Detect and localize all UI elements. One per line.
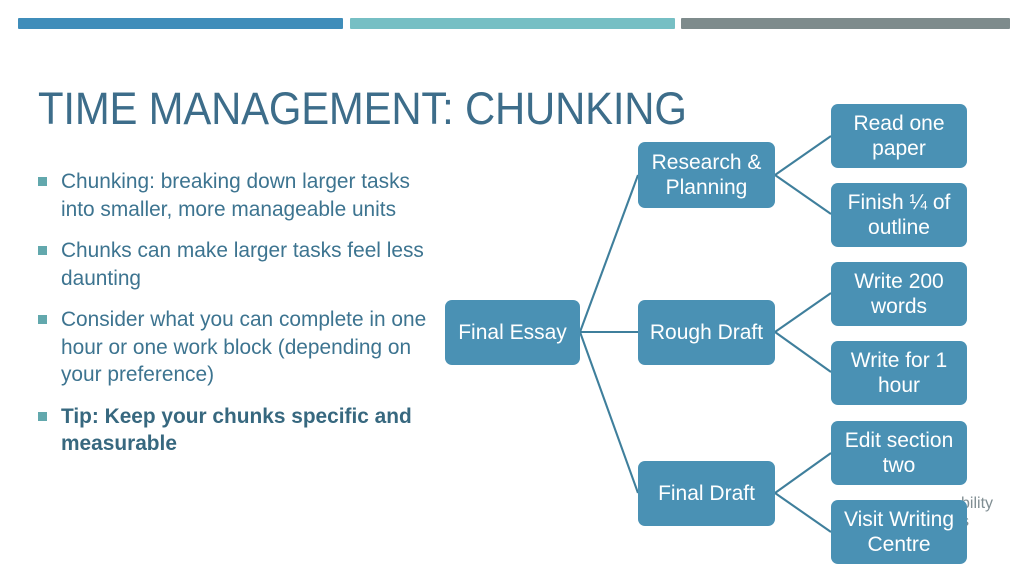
square-bullet-icon <box>38 411 47 421</box>
decorative-bar-gray <box>681 18 1010 29</box>
connector-research-to-read <box>774 135 832 176</box>
node-label: Finish ¼ of outline <box>847 191 951 239</box>
connector-rough-to-writehour <box>774 331 832 373</box>
connector-rough-to-write200 <box>774 292 832 333</box>
decorative-bar-blue <box>18 18 343 29</box>
connector-root-to-final <box>579 331 639 494</box>
list-item-text: Consider what you can complete in one ho… <box>61 307 427 386</box>
bullet-list: Chunking: breaking down larger tasks int… <box>38 168 450 472</box>
list-item: Chunking: breaking down larger tasks int… <box>38 168 450 223</box>
node-label: Write 200 words <box>854 270 944 318</box>
decorative-bar-teal <box>350 18 675 29</box>
node-label: Final Essay <box>458 321 567 344</box>
list-item: Chunks can make larger tasks feel less d… <box>38 237 450 292</box>
node-label: Read one paper <box>853 112 945 160</box>
node-rough-draft[interactable]: Rough Draft <box>638 300 775 365</box>
connector-root-to-research <box>579 174 639 333</box>
list-item-text: Chunking: breaking down larger tasks int… <box>61 169 410 221</box>
node-label: Research & Planning <box>651 151 762 199</box>
square-bullet-icon <box>38 177 47 186</box>
node-write-for-one-hour[interactable]: Write for 1 hour <box>831 341 967 405</box>
node-read-one-paper[interactable]: Read one paper <box>831 104 967 168</box>
node-final-essay[interactable]: Final Essay <box>445 300 580 365</box>
list-item-text-tip: Tip: Keep your chunks specific and measu… <box>61 403 412 456</box>
node-edit-section-two[interactable]: Edit section two <box>831 421 967 485</box>
square-bullet-icon <box>38 246 47 255</box>
list-item: Tip: Keep your chunks specific and measu… <box>38 403 450 458</box>
connector-final-to-visit <box>774 492 832 533</box>
node-final-draft[interactable]: Final Draft <box>638 461 775 526</box>
list-item-text: Chunks can make larger tasks feel less d… <box>61 238 424 290</box>
list-item: Consider what you can complete in one ho… <box>38 306 450 389</box>
page-title: TIME MANAGEMENT: CHUNKING <box>38 83 687 134</box>
node-label: Visit Writing Centre <box>843 508 955 556</box>
occluded-text-line1: bility <box>961 495 994 512</box>
node-research-planning[interactable]: Research & Planning <box>638 142 775 208</box>
node-label: Write for 1 hour <box>850 349 948 397</box>
node-write-200-words[interactable]: Write 200 words <box>831 262 967 326</box>
node-label: Rough Draft <box>649 321 764 344</box>
node-finish-outline[interactable]: Finish ¼ of outline <box>831 183 967 247</box>
node-label: Final Draft <box>658 482 755 505</box>
node-visit-writing-centre[interactable]: Visit Writing Centre <box>831 500 967 564</box>
square-bullet-icon <box>38 315 47 324</box>
connector-final-to-edit <box>774 452 832 494</box>
connector-research-to-outline <box>774 174 832 215</box>
node-label: Edit section two <box>844 429 954 477</box>
